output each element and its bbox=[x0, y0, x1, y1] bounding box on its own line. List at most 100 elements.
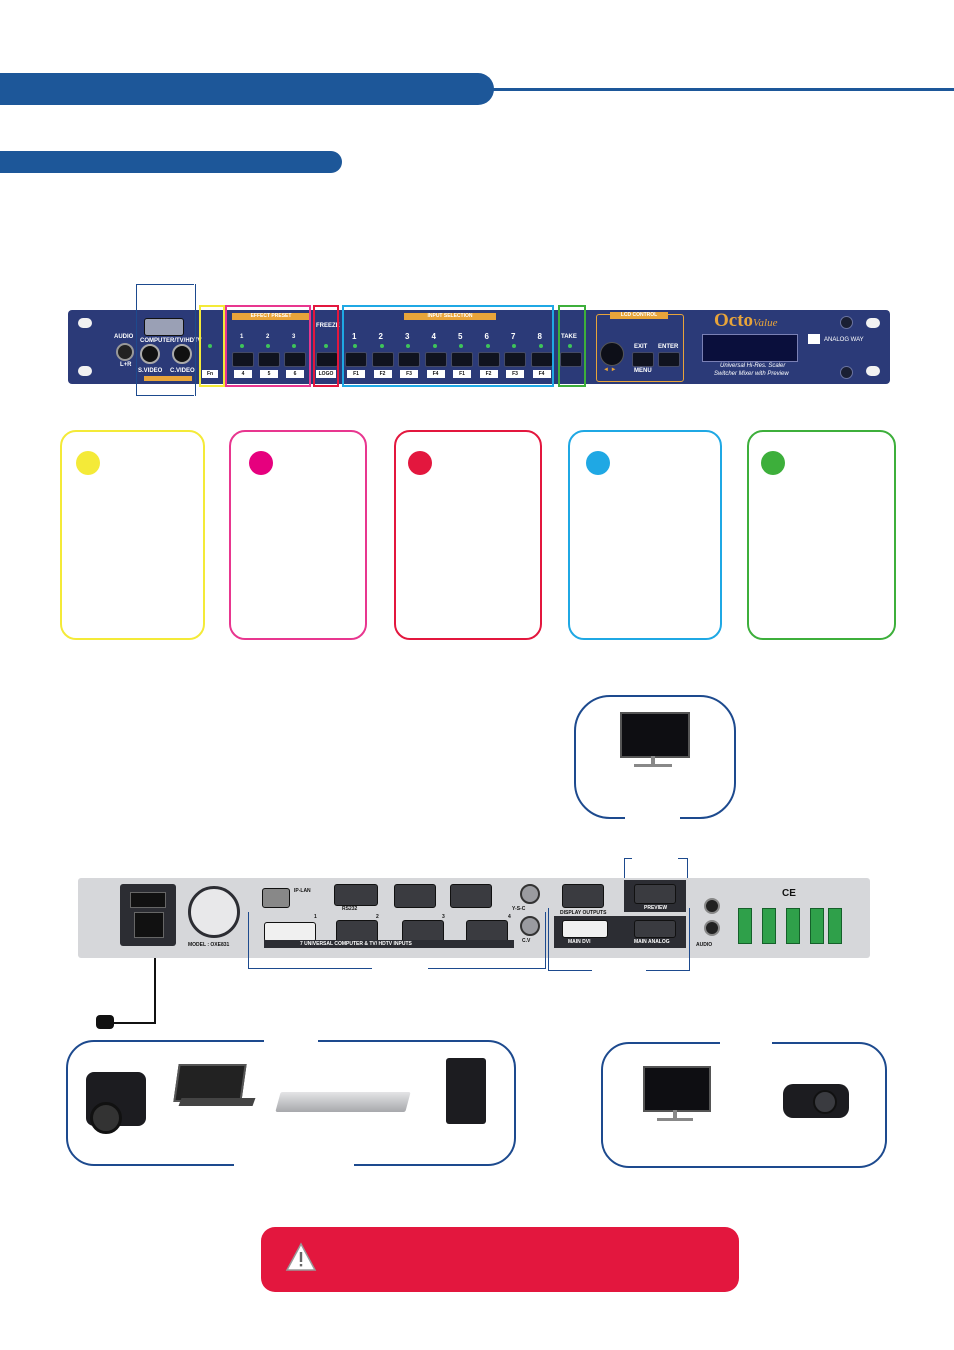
displays-group bbox=[601, 1042, 887, 1168]
cyan-marker bbox=[586, 451, 610, 475]
input-key: F1 bbox=[453, 370, 471, 378]
lcd-display bbox=[702, 334, 798, 362]
rear-panel: MODEL : OXE831 IP-LAN RS232 1 2 3 4 7 UN… bbox=[78, 878, 870, 958]
logo-key: LOGO bbox=[316, 370, 336, 378]
main-analog-label: MAIN ANALOG bbox=[634, 939, 670, 945]
red-marker bbox=[408, 451, 432, 475]
power-switch[interactable] bbox=[130, 892, 166, 908]
title-rule bbox=[490, 88, 954, 91]
ce-mark: CE bbox=[782, 888, 796, 899]
camcorder-lens bbox=[90, 1102, 122, 1134]
input-button-6[interactable] bbox=[477, 352, 500, 367]
laptop-base bbox=[178, 1098, 256, 1106]
monitor-icon bbox=[643, 1066, 711, 1112]
svideo-connector bbox=[140, 344, 160, 364]
input-number: 2 bbox=[378, 332, 383, 341]
brand-value: Value bbox=[753, 317, 778, 329]
preset-number: 2 bbox=[266, 334, 270, 340]
input-number: 8 bbox=[537, 332, 542, 341]
input-button-1[interactable] bbox=[345, 352, 367, 367]
yellow-marker bbox=[76, 451, 100, 475]
brand-logo: OctoValue bbox=[714, 310, 778, 332]
preset-key: 5 bbox=[260, 370, 278, 378]
audio-sub-label: L+R bbox=[120, 362, 132, 368]
freeze-led bbox=[324, 344, 328, 348]
rs232-label: RS232 bbox=[342, 906, 358, 912]
fn-key[interactable]: Fn bbox=[202, 370, 218, 378]
group-gap bbox=[234, 1162, 354, 1168]
input-led bbox=[538, 344, 543, 348]
terminal-block bbox=[762, 908, 776, 944]
svideo-label: S.VIDEO bbox=[138, 368, 163, 374]
rear-inputs-bracket bbox=[248, 912, 546, 969]
freeze-label: FREEZE bbox=[316, 323, 340, 329]
input-number: 5 bbox=[458, 332, 463, 341]
exit-button[interactable] bbox=[632, 352, 654, 367]
enter-label: ENTER bbox=[658, 344, 679, 350]
bracket-gap bbox=[632, 856, 678, 860]
input-number: 1 bbox=[314, 914, 317, 920]
input-connector-7 bbox=[562, 884, 604, 908]
input-button-5[interactable] bbox=[451, 352, 473, 367]
highlight-take bbox=[558, 305, 586, 387]
monitor-stand bbox=[673, 1110, 677, 1118]
highlight-freeze bbox=[313, 305, 339, 387]
input-key: F4 bbox=[426, 370, 445, 378]
take-button[interactable] bbox=[560, 352, 582, 367]
input-key: F2 bbox=[373, 370, 392, 378]
bubble-gap bbox=[625, 816, 680, 822]
laptop-icon bbox=[173, 1064, 247, 1102]
group-gap bbox=[720, 1040, 772, 1046]
input-number: 3 bbox=[405, 332, 410, 341]
main-dvi-label: MAIN DVI bbox=[568, 939, 591, 945]
screw-icon bbox=[840, 366, 853, 379]
highlight-fn bbox=[199, 305, 225, 387]
cv-label: C.V bbox=[522, 938, 531, 944]
sources-group bbox=[66, 1040, 516, 1166]
warning-banner bbox=[261, 1227, 739, 1292]
input-key: F3 bbox=[506, 370, 524, 378]
monitor-base bbox=[634, 764, 672, 767]
green-marker bbox=[761, 451, 785, 475]
fn-led bbox=[208, 344, 212, 348]
card-fn bbox=[60, 430, 205, 640]
input-button-4[interactable] bbox=[424, 352, 447, 367]
input-led bbox=[406, 344, 410, 348]
bracket-bottom bbox=[136, 395, 194, 396]
audio-label: AUDIO bbox=[114, 334, 134, 340]
preset-button-3[interactable] bbox=[284, 352, 306, 367]
terminal-block bbox=[810, 908, 824, 944]
group-gap bbox=[264, 1038, 318, 1044]
screw-icon bbox=[840, 316, 853, 329]
preset-number: 3 bbox=[292, 334, 296, 340]
enter-button[interactable] bbox=[658, 352, 680, 367]
input-led bbox=[459, 344, 463, 348]
control-knob[interactable] bbox=[600, 342, 624, 366]
input-led bbox=[432, 344, 437, 348]
bracket-top bbox=[136, 284, 194, 285]
input-button-2[interactable] bbox=[371, 352, 394, 367]
card-take bbox=[747, 430, 896, 640]
dvd-player-icon bbox=[275, 1092, 411, 1112]
computer-connector bbox=[144, 318, 184, 336]
input-button-7[interactable] bbox=[504, 352, 526, 367]
monitor-icon bbox=[620, 712, 690, 758]
effect-preset-title: EFFECT PRESET bbox=[232, 313, 310, 320]
card-effect-preset bbox=[229, 430, 367, 640]
audio-jack bbox=[704, 898, 720, 914]
preview-monitor-group bbox=[574, 695, 736, 819]
preset-button-1[interactable] bbox=[232, 352, 254, 367]
terminal-block bbox=[738, 908, 752, 944]
input-led bbox=[485, 344, 490, 348]
rack-hole bbox=[78, 366, 92, 376]
take-label: TAKE bbox=[561, 334, 577, 340]
desktop-pc-icon bbox=[446, 1058, 486, 1124]
preview-label: PREVIEW bbox=[644, 905, 668, 911]
tagline-2: Switcher Mixer with Preview bbox=[714, 371, 789, 377]
input-key: F1 bbox=[347, 370, 365, 378]
power-plug-icon bbox=[96, 1015, 114, 1029]
preset-button-2[interactable] bbox=[258, 352, 280, 367]
highlight-effect-preset bbox=[225, 305, 311, 387]
input-button-3[interactable] bbox=[398, 352, 420, 367]
bnc-ysc bbox=[520, 884, 540, 904]
